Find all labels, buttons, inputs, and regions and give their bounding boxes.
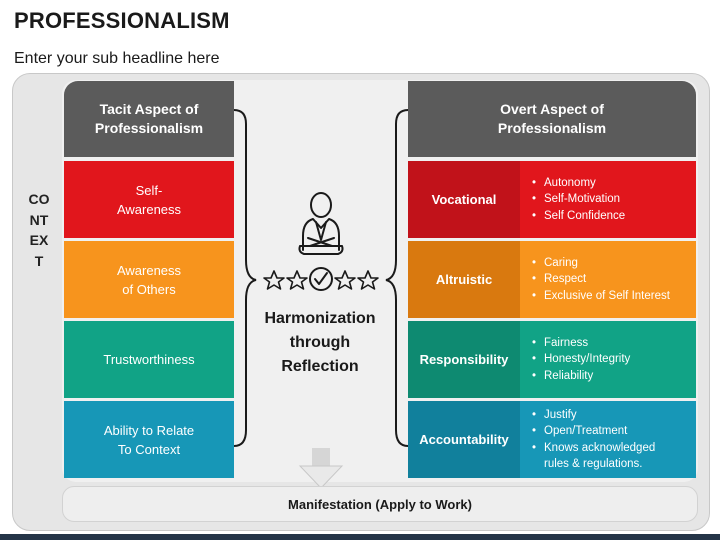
bullet-text: Respect (544, 273, 587, 286)
bullet-item: •Exclusive of Self Interest (532, 288, 696, 305)
overt-row-label: Altruistic (408, 241, 520, 318)
bullet-item: •Reliability (532, 368, 696, 385)
overt-row-bullets: •Fairness •Honesty/Integrity •Reliabilit… (520, 321, 696, 398)
tacit-item-line: To Context (117, 441, 181, 457)
left-brace (233, 109, 257, 447)
bullet-item: •Self Confidence (532, 208, 696, 225)
context-label: CONTEXT (28, 191, 50, 269)
overt-row-altruistic: Altruistic •Caring •Respect •Exclusive o… (408, 241, 696, 318)
bullet-item: •Fairness (532, 335, 696, 352)
bullet-item: •Honesty/Integrity (532, 351, 696, 368)
star-icon (357, 270, 379, 290)
bullet-item: •Autonomy (532, 175, 696, 192)
tacit-item-trustworthiness: Trustworthiness (64, 321, 234, 398)
bullet-text: Self Confidence (544, 209, 626, 222)
manifestation-label: Manifestation (Apply to Work) (288, 496, 472, 512)
overt-row-bullets: •Justify •Open/Treatment •Knows acknowle… (520, 401, 696, 478)
bullet-item: •Open/Treatment (532, 423, 696, 440)
center-line: through (289, 334, 351, 351)
tacit-item-line: Ability to Relate (103, 422, 195, 438)
bullet-item: •Knows acknowledged (532, 440, 696, 457)
star-icon (334, 270, 356, 290)
tacit-header-line: Tacit Aspect of (99, 101, 199, 117)
overt-row-accountability: Accountability •Justify •Open/Treatment … (408, 401, 696, 478)
center-line: Harmonization (264, 310, 376, 327)
tacit-header: Tacit Aspect of Professionalism (64, 81, 234, 157)
overt-header: Overt Aspect of Professionalism (408, 81, 696, 157)
tacit-item-line: Awareness (116, 262, 182, 278)
tacit-item-line: of Others (122, 281, 176, 297)
bullet-text: Open/Treatment (544, 425, 628, 437)
tacit-item-awareness-of-others: Awareness of Others (64, 241, 234, 318)
center-line: Reflection (281, 358, 359, 375)
footer-bar (0, 534, 720, 540)
tacit-item-ability-to-relate: Ability to Relate To Context (64, 401, 234, 478)
overt-header-line: Professionalism (497, 120, 607, 136)
page-subtitle: Enter your sub headline here (14, 50, 220, 67)
bullet-item: •Caring (532, 255, 696, 272)
star-icon (263, 270, 285, 290)
right-brace (385, 109, 409, 447)
tacit-item-line: Self- (135, 182, 163, 198)
manifestation-bar: Manifestation (Apply to Work) (62, 486, 698, 522)
bullet-item: •Respect (532, 271, 696, 288)
bullet-text: Fairness (544, 336, 589, 349)
overt-row-bullets: •Caring •Respect •Exclusive of Self Inte… (520, 241, 696, 318)
checkmark-badge-icon (309, 267, 333, 291)
star-icon (286, 270, 308, 290)
bullet-text: Justify (544, 408, 577, 421)
bullet-text: Autonomy (544, 176, 596, 189)
down-arrow-icon (298, 448, 344, 489)
tacit-item-line: Awareness (116, 201, 182, 217)
bullet-text: rules & regulations. (544, 458, 643, 470)
overt-row-vocational: Vocational •Autonomy •Self-Motivation •S… (408, 161, 696, 238)
tacit-header-line: Professionalism (94, 120, 204, 136)
overt-row-bullets: •Autonomy •Self-Motivation •Self Confide… (520, 161, 696, 238)
bullet-text: Reliability (544, 369, 594, 382)
businessman-icon (298, 192, 344, 255)
overt-row-responsibility: Responsibility •Fairness •Honesty/Integr… (408, 321, 696, 398)
overt-header-line: Overt Aspect of (500, 101, 604, 117)
overt-row-label: Vocational (408, 161, 520, 238)
bullet-text: Honesty/Integrity (544, 353, 631, 366)
bullet-text: Exclusive of Self Interest (544, 289, 670, 302)
bullet-item: •Self-Motivation (532, 191, 696, 208)
page-title: PROFESSIONALISM (14, 8, 230, 33)
bullet-item: rules & regulations. (532, 456, 696, 473)
overt-row-label: Responsibility (408, 321, 520, 398)
tacit-item-line: Trustworthiness (103, 352, 195, 367)
bullet-text: Caring (544, 256, 578, 269)
overt-row-label: Accountability (408, 401, 520, 478)
tacit-item-self-awareness: Self- Awareness (64, 161, 234, 238)
center-statement: Harmonization through Reflection (250, 307, 390, 379)
bullet-text: Knows acknowledged (544, 441, 656, 454)
bullet-text: Self-Motivation (544, 193, 621, 206)
bullet-item: •Justify (532, 407, 696, 424)
